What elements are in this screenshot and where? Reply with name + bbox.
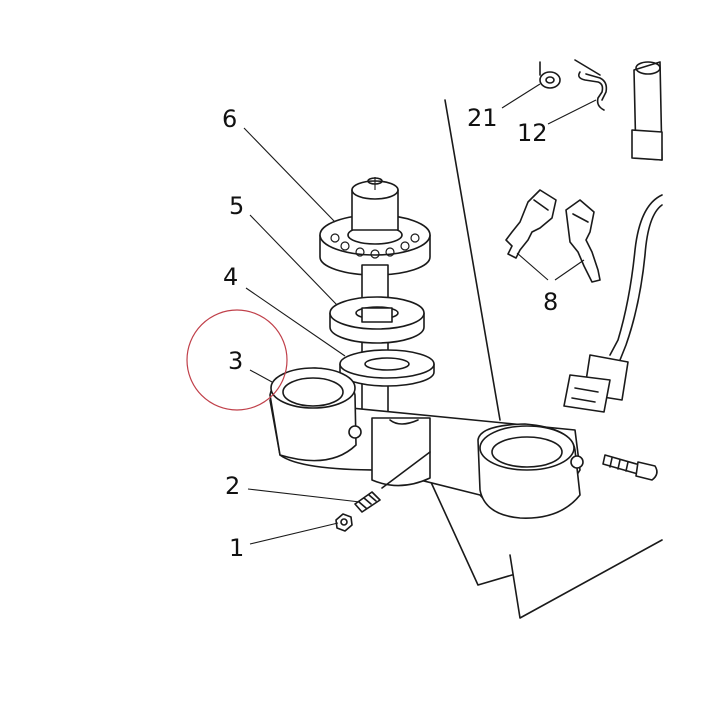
- part-8-keys: [505, 189, 601, 283]
- highlight-circle: [186, 309, 288, 411]
- callout-2: 2: [225, 472, 240, 500]
- part-1-nut: [335, 513, 353, 532]
- part-5-seal: [329, 296, 425, 344]
- part-ignition-switch: [563, 61, 663, 413]
- part-4-washer: [339, 349, 435, 387]
- callout-8: 8: [543, 288, 558, 316]
- leader-lines: [243, 83, 597, 545]
- part-side-bolt: [602, 454, 658, 481]
- section-divider-lines: [429, 59, 663, 619]
- callout-1: 1: [229, 534, 244, 562]
- part-2-screw: [354, 451, 431, 513]
- callout-12: 12: [517, 119, 548, 147]
- part-12-clip: [578, 71, 608, 111]
- callout-4: 4: [223, 263, 238, 291]
- callout-3: 3: [228, 347, 243, 375]
- callout-21: 21: [467, 104, 498, 132]
- part-3-bottom-yoke: [269, 367, 584, 519]
- part-21-washer: [539, 71, 561, 89]
- callout-5: 5: [229, 192, 244, 220]
- callout-6: 6: [222, 105, 237, 133]
